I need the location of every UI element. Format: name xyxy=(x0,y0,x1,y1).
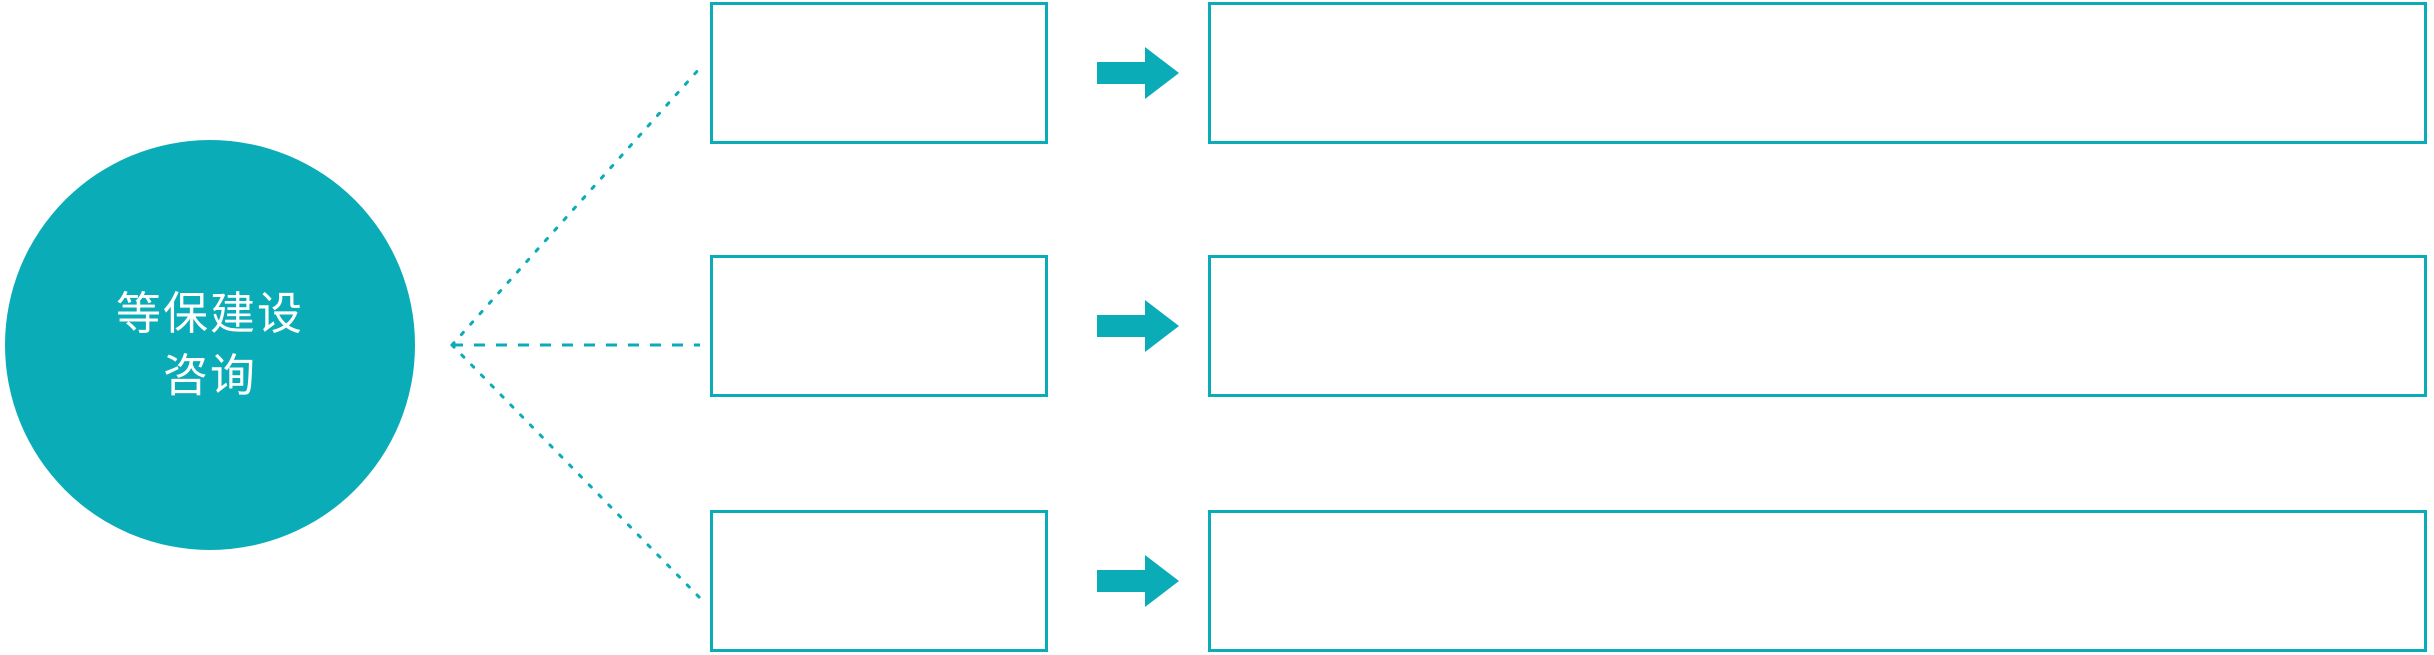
hub-label-line-1: 等保建设 xyxy=(115,287,304,339)
row-1-small-box[interactable] xyxy=(710,2,1048,144)
arrow-right-icon xyxy=(1097,47,1179,99)
row-2-large-box[interactable] xyxy=(1208,255,2427,397)
row-1-large-box[interactable] xyxy=(1208,2,2427,144)
arrow-right-icon xyxy=(1097,555,1179,607)
row-3-large-box[interactable] xyxy=(1208,510,2427,652)
row-2-small-box[interactable] xyxy=(710,255,1048,397)
arrow-right-icon xyxy=(1097,300,1179,352)
diagram-row xyxy=(0,0,2434,145)
hub-circle[interactable]: 等保建设 咨询 xyxy=(5,140,415,550)
hub-label-line-2: 咨询 xyxy=(162,350,257,401)
row-3-small-box[interactable] xyxy=(710,510,1048,652)
diagram-row xyxy=(0,253,2434,398)
diagram-row xyxy=(0,508,2434,653)
